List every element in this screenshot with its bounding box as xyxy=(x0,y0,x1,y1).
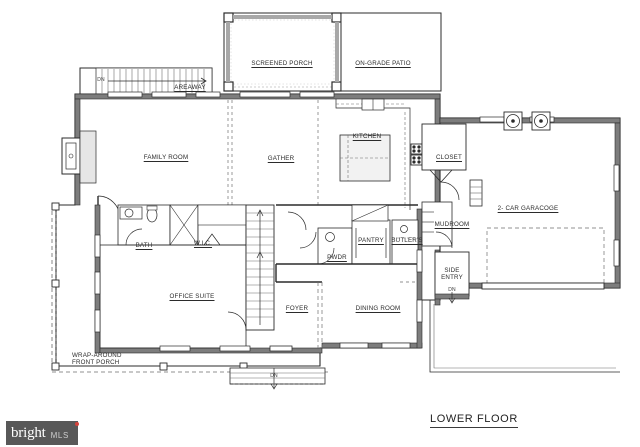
room-label-wic: W.I.C. xyxy=(193,240,213,247)
room-label-front-porch-line-2: FRONT PORCH xyxy=(72,358,120,366)
room-label-mudroom: MUDROOM xyxy=(434,221,470,228)
room-label-pwdr: PWDR xyxy=(327,254,347,261)
areaway-outline xyxy=(79,67,213,95)
floor-plan-title: LOWER FLOOR xyxy=(430,413,518,428)
room-label-pantry: PANTRY xyxy=(358,237,384,244)
room-label-closet: CLOSET xyxy=(436,154,462,161)
direction-marker-front-step-dn: DN xyxy=(270,373,278,379)
room-label-bath: BATH xyxy=(135,242,153,249)
family-room-outline xyxy=(61,91,233,219)
room-label-garage: 2- CAR GARACOGE xyxy=(497,205,559,212)
bath-outline xyxy=(117,204,171,246)
main-stair xyxy=(245,204,275,331)
room-label-areaway: AREAWAY xyxy=(174,84,206,91)
hall-walls xyxy=(275,204,418,283)
linen-closet-outline xyxy=(169,204,199,246)
room-label-dining-room: DINING ROOM xyxy=(355,305,401,312)
bright-mls-watermark: bright MLS xyxy=(6,421,79,445)
watermark-accent-dot xyxy=(75,422,79,426)
room-label-office-suite: OFFICE SUITE xyxy=(169,293,215,300)
side-entry-outline xyxy=(434,251,470,304)
room-label-side-entry-line-2: ENTRY xyxy=(441,273,463,281)
room-label-screened-porch: SCREENED PORCH xyxy=(251,60,313,67)
watermark-brand-text: bright xyxy=(11,424,46,441)
room-label-family-room: FAMILY ROOM xyxy=(143,154,189,161)
on-grade-patio-outline xyxy=(340,12,442,92)
dining-room-outline xyxy=(339,249,423,349)
closet-outline xyxy=(421,123,467,201)
room-label-on-grade-patio: ON-GRADE PATIO xyxy=(355,60,411,67)
mudroom-outline xyxy=(421,201,453,249)
rear-stoop xyxy=(429,300,620,373)
room-label-foyer: FOYER xyxy=(285,305,309,312)
wrap-around-front-porch-outline xyxy=(51,202,328,390)
screened-porch-outline xyxy=(223,12,342,92)
garage-outline xyxy=(439,111,621,290)
wic-outline xyxy=(197,204,247,246)
room-label-side-entry-line-1: SIDE xyxy=(444,267,460,274)
room-label-gather: GATHER xyxy=(267,155,295,162)
room-label-front-porch-line-1: WRAP-AROUND xyxy=(72,352,122,359)
direction-marker-side-entry-dn: DN xyxy=(448,287,456,293)
watermark-mls-text: MLS xyxy=(50,430,69,440)
direction-marker-areaway-dn: DN xyxy=(97,77,105,83)
pantry-outline xyxy=(351,219,391,265)
room-label-butlers: BUTLER'S xyxy=(391,237,423,244)
kitchen-outline xyxy=(335,98,423,210)
pwdr-outline xyxy=(317,227,353,265)
room-label-kitchen: KITCHEN xyxy=(352,133,382,140)
gather-outline xyxy=(239,91,335,205)
foyer-outline xyxy=(269,282,323,352)
front-steps xyxy=(229,367,326,390)
